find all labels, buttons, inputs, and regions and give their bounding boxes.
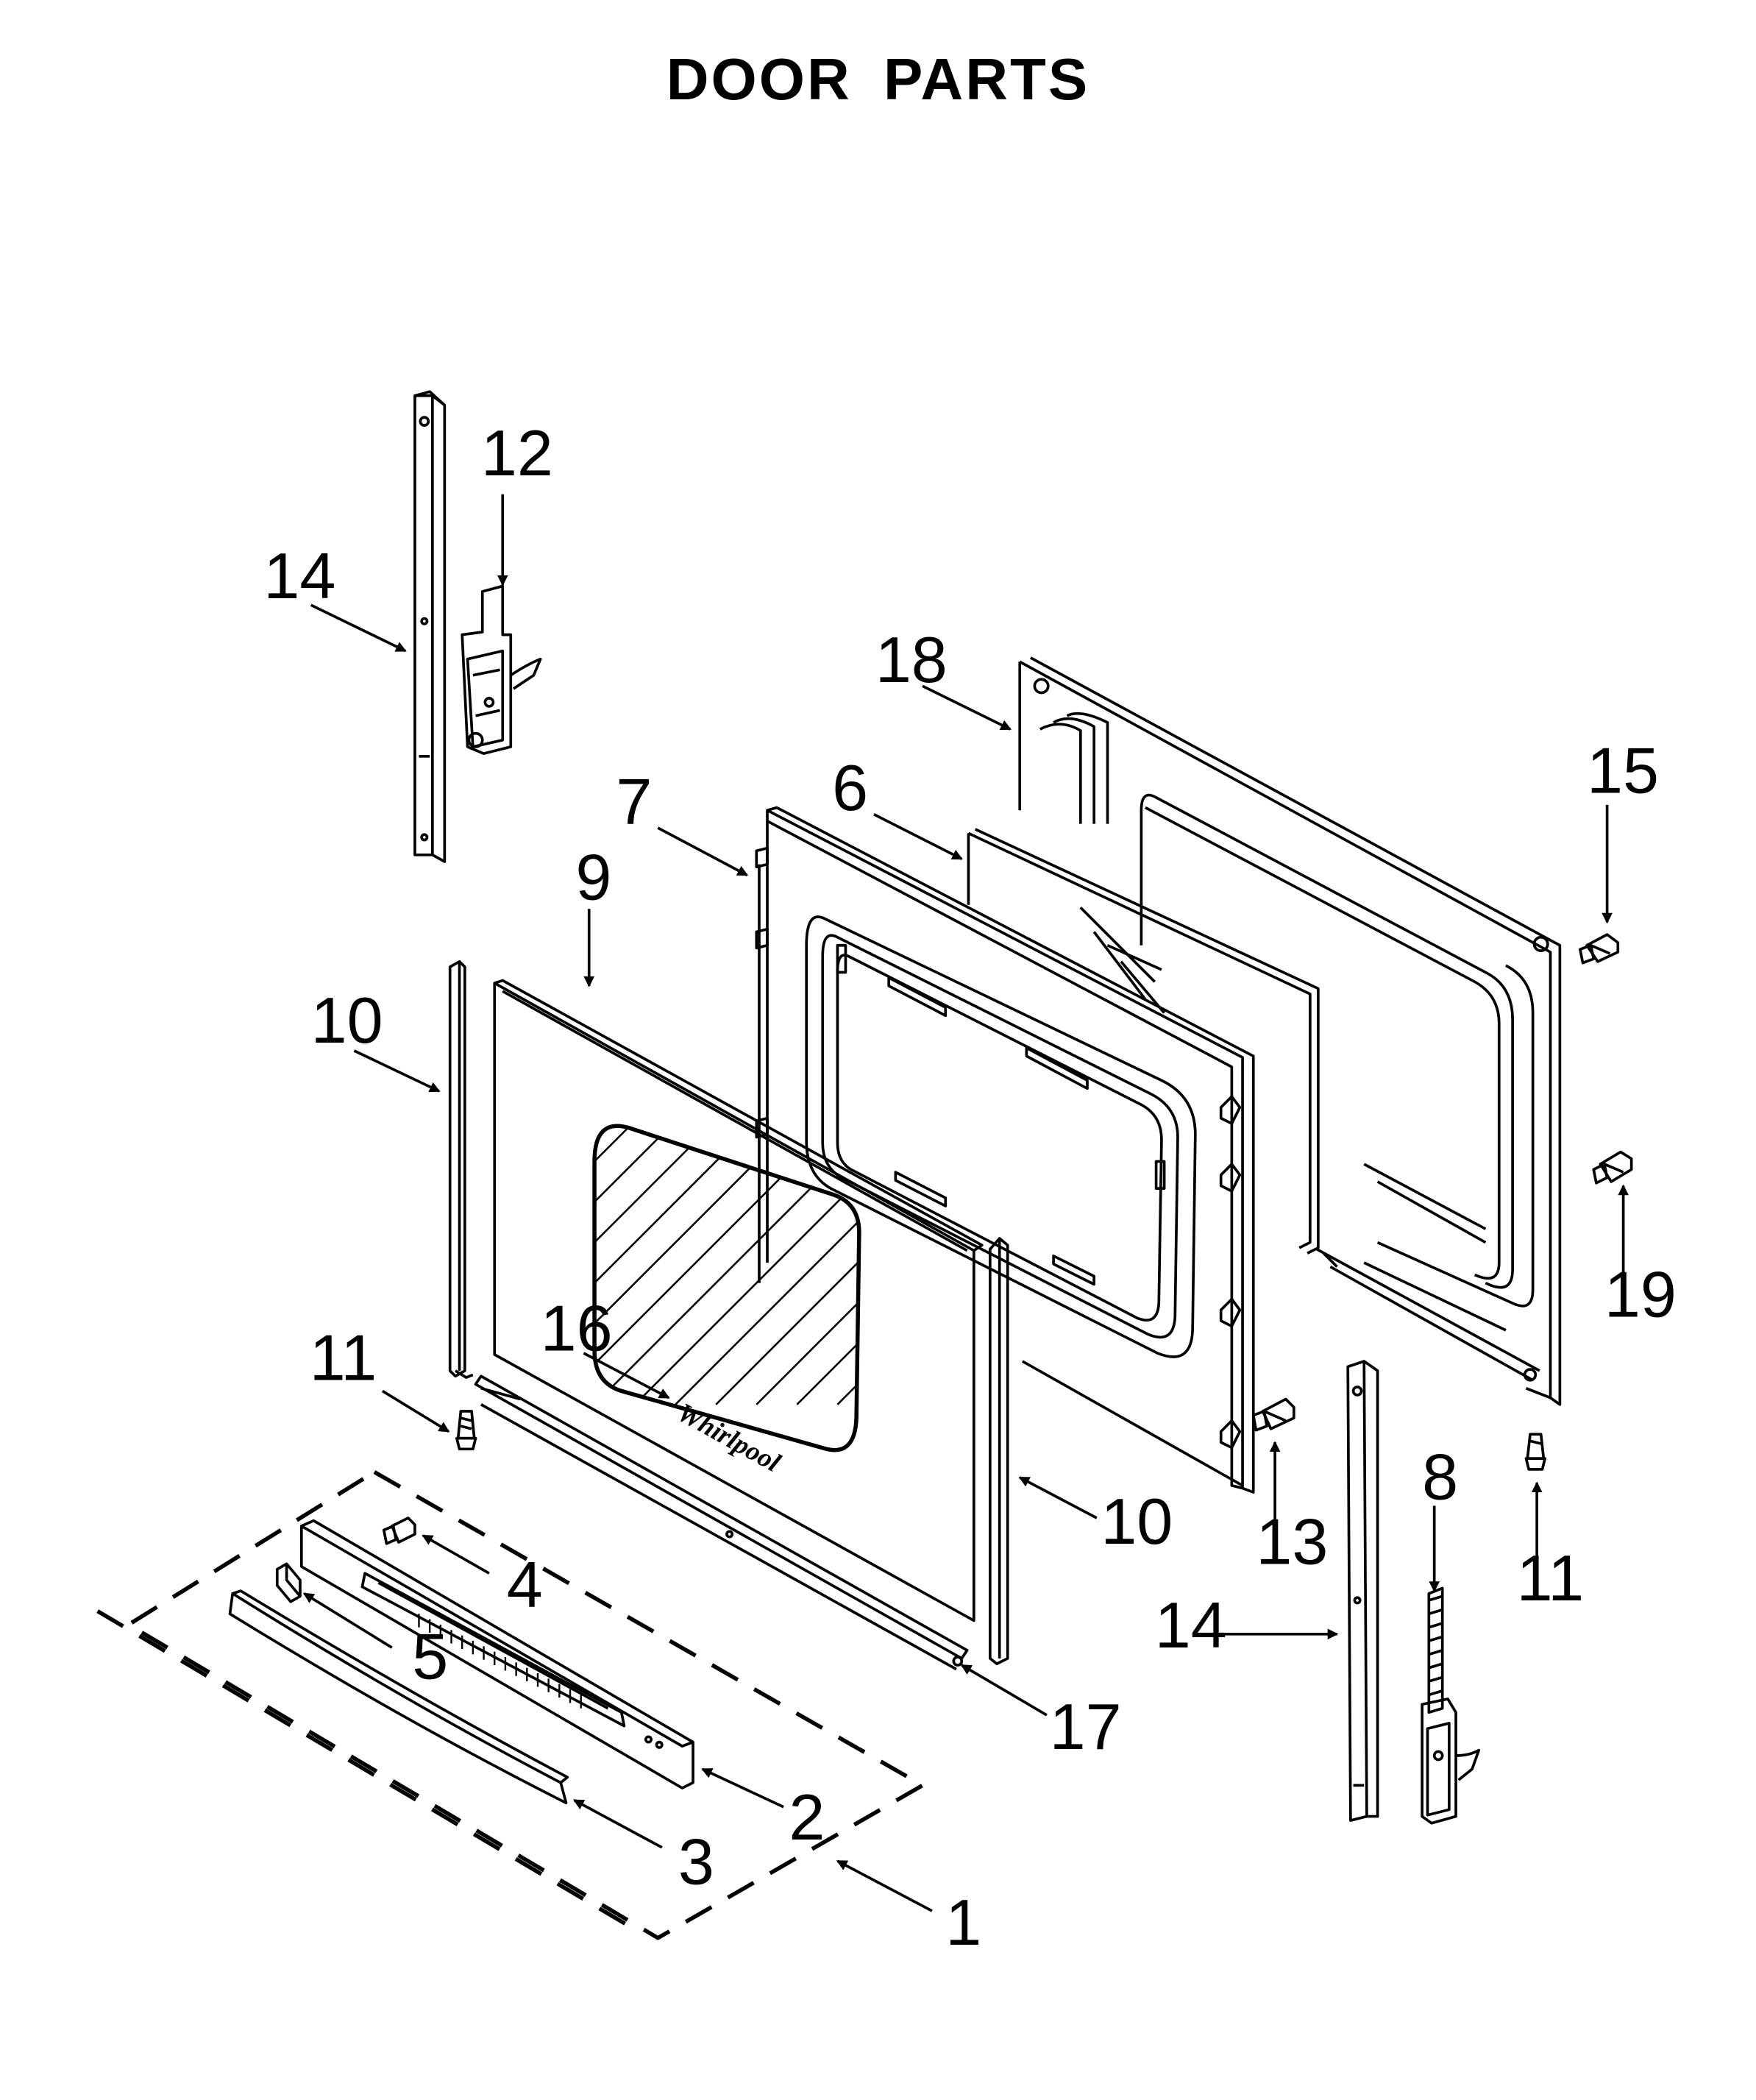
- screw-15: [1579, 933, 1620, 965]
- callout-11-right: 11: [1517, 1542, 1584, 1614]
- outer-door-panel: [493, 979, 984, 1622]
- callout-14-bottom: 14: [1155, 1589, 1227, 1661]
- leader-1: [836, 1859, 933, 1912]
- callout-5: 5: [412, 1620, 448, 1692]
- callout-6: 6: [832, 751, 868, 824]
- leader-3: [572, 1798, 663, 1849]
- leader-2: [701, 1767, 784, 1809]
- callout-12: 12: [481, 416, 553, 489]
- screw-19: [1592, 1150, 1633, 1185]
- whirlpool-logo: Whirlpool: [672, 1397, 786, 1478]
- door-inner-panel: [755, 806, 1255, 1494]
- leader-4: [422, 1534, 490, 1575]
- callout-4: 4: [507, 1548, 543, 1621]
- callout-15: 15: [1587, 734, 1659, 806]
- callout-1: 1: [945, 1886, 981, 1959]
- handle-base: [299, 1519, 694, 1789]
- door-bottom-trim: [474, 1374, 969, 1671]
- callout-3: 3: [678, 1825, 714, 1898]
- callout-16: 16: [541, 1291, 613, 1364]
- door-liner: [1018, 656, 1562, 1406]
- callout-13: 13: [1256, 1505, 1328, 1578]
- door-side-trim-right: [989, 1237, 1009, 1666]
- callout-8: 8: [1422, 1440, 1458, 1513]
- leader-16: [583, 1352, 670, 1400]
- handle-bar: [228, 1589, 569, 1805]
- screw-right: [1524, 1433, 1547, 1471]
- page-title: DOOR PARTS: [666, 46, 1090, 112]
- callout-9: 9: [575, 840, 611, 913]
- screw-left: [455, 1410, 477, 1451]
- callout-17: 17: [1050, 1690, 1122, 1763]
- leader-18: [922, 684, 1012, 731]
- callout-2: 2: [789, 1781, 825, 1854]
- callout-11-left: 11: [310, 1322, 377, 1394]
- callout-10-right: 10: [1101, 1485, 1173, 1558]
- screw-13: [1251, 1397, 1295, 1432]
- leader-10-left: [353, 1049, 441, 1093]
- leader-14-top: [310, 603, 407, 653]
- handle-end-cap: [275, 1562, 302, 1603]
- hinge-top: [461, 584, 542, 755]
- leader-11-left: [381, 1389, 450, 1433]
- callout-7: 7: [616, 765, 652, 838]
- leader-5: [302, 1592, 393, 1649]
- hinge-bottom: [1421, 1586, 1481, 1825]
- inner-glass: [967, 828, 1320, 1255]
- hinge-receiver-right: [1346, 1360, 1379, 1822]
- screw-4: [382, 1517, 416, 1545]
- door-side-trim-left: [448, 959, 474, 1379]
- handle-kit-outline: [96, 1469, 925, 1940]
- hinge-receiver-left: [413, 390, 447, 863]
- callout-18: 18: [875, 623, 948, 696]
- leader-10-right: [1018, 1476, 1098, 1519]
- leader-6: [873, 813, 963, 860]
- callout-19: 19: [1604, 1257, 1677, 1330]
- callout-10-left: 10: [311, 984, 383, 1057]
- leader-17: [960, 1664, 1048, 1717]
- leader-7: [657, 826, 749, 876]
- callout-14-top: 14: [263, 539, 335, 612]
